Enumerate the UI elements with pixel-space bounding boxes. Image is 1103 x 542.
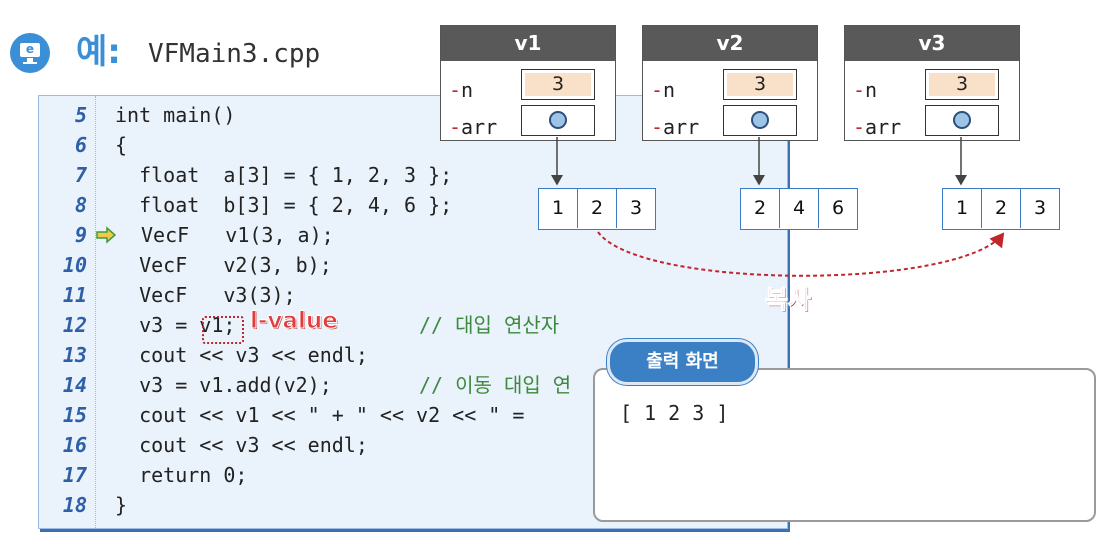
example-monitor-icon: e — [10, 33, 50, 73]
array-cell: 3 — [1033, 197, 1047, 219]
code-text: cout << v1 << " + " << v2 << " = — [115, 403, 525, 427]
line-number: 7 — [74, 163, 87, 187]
pointer-dot-icon — [953, 111, 971, 129]
line-number: 12 — [62, 313, 87, 337]
array-cell: 6 — [831, 197, 845, 219]
n-value: 3 — [925, 69, 999, 100]
member-arr: -arr — [651, 115, 700, 139]
array-v1: 1 2 3 — [538, 188, 656, 230]
current-line-arrow-icon — [96, 226, 117, 244]
object-v3: v3 -n -arr 3 — [844, 25, 1020, 141]
array-cell: 1 — [539, 189, 578, 228]
array-cell: 3 — [629, 197, 643, 219]
output-panel — [593, 368, 1096, 522]
line-number: 18 — [62, 493, 87, 517]
line-number: 5 — [74, 103, 87, 127]
array-cell: 2 — [578, 189, 617, 228]
code-text: VecF v1(3, a); — [141, 223, 334, 247]
code-text: VecF v2(3, b); — [115, 253, 332, 277]
code-panel: 5 int main() 6 { 7 float a[3] = { 1, 2, … — [38, 95, 788, 529]
object-v2: v2 -n -arr 3 — [642, 25, 818, 141]
example-label: 예: — [76, 32, 121, 72]
member-arr: -arr — [449, 115, 498, 139]
line-number: 10 — [62, 253, 87, 277]
lvalue-highlight-box — [202, 316, 244, 344]
code-text: float a[3] = { 1, 2, 3 }; — [115, 163, 453, 187]
output-text: [ 1 2 3 ] — [620, 401, 729, 425]
member-n: -n — [651, 78, 676, 102]
pointer-dot-icon — [549, 111, 567, 129]
line-number: 15 — [62, 403, 87, 427]
file-name: VFMain3.cpp — [148, 39, 321, 69]
array-v3: 1 2 3 — [942, 188, 1060, 230]
code-text: cout << v3 << endl; — [115, 433, 368, 457]
code-text: { — [115, 133, 128, 157]
line-number: 11 — [62, 283, 87, 307]
code-text: float b[3] = { 2, 4, 6 }; — [115, 193, 453, 217]
line-number: 9 — [74, 223, 87, 247]
member-n: -n — [853, 78, 878, 102]
arr-pointer — [925, 105, 999, 136]
code-comment: // 이동 대입 연 — [419, 373, 572, 397]
copy-arrow — [597, 231, 1005, 277]
code-text: } — [115, 493, 128, 517]
code-text: VecF v3(3); — [115, 283, 296, 307]
object-name: v1 — [441, 26, 615, 61]
code-text: cout << v3 << endl; — [115, 343, 368, 367]
line-number: 17 — [62, 463, 87, 487]
member-arr: -arr — [853, 115, 902, 139]
arr-pointer — [521, 105, 595, 136]
code-line-current: 9 VecF v1(3, a); — [39, 220, 739, 250]
arr-pointer — [723, 105, 797, 136]
pointer-dot-icon — [751, 111, 769, 129]
line-number: 8 — [74, 193, 87, 217]
copy-label: 복사 — [764, 285, 812, 315]
lvalue-label: l-value — [250, 308, 339, 335]
output-tab: 출력 화면 — [607, 339, 758, 385]
line-number: 14 — [62, 373, 87, 397]
object-v1: v1 -n -arr 3 — [440, 25, 616, 141]
array-cell: 1 — [943, 189, 982, 228]
line-number-gutter — [39, 96, 96, 528]
array-cell: 4 — [780, 189, 819, 228]
n-value: 3 — [521, 69, 595, 100]
array-cell: 2 — [982, 189, 1021, 228]
line-number: 13 — [62, 343, 87, 367]
member-n: -n — [449, 78, 474, 102]
object-name: v2 — [643, 26, 817, 61]
line-number: 6 — [74, 133, 87, 157]
array-cell: 2 — [741, 189, 780, 228]
object-name: v3 — [845, 26, 1019, 61]
code-text: v3 = v1.add(v2); — [115, 373, 332, 397]
code-text: int main() — [115, 103, 236, 127]
code-comment: // 대입 연산자 — [419, 313, 560, 337]
code-line: 14 v3 = v1.add(v2); // 이동 대입 연 — [39, 370, 739, 400]
code-text: return 0; — [115, 463, 248, 487]
array-v2: 2 4 6 — [740, 188, 858, 230]
n-value: 3 — [723, 69, 797, 100]
line-number: 16 — [62, 433, 87, 457]
